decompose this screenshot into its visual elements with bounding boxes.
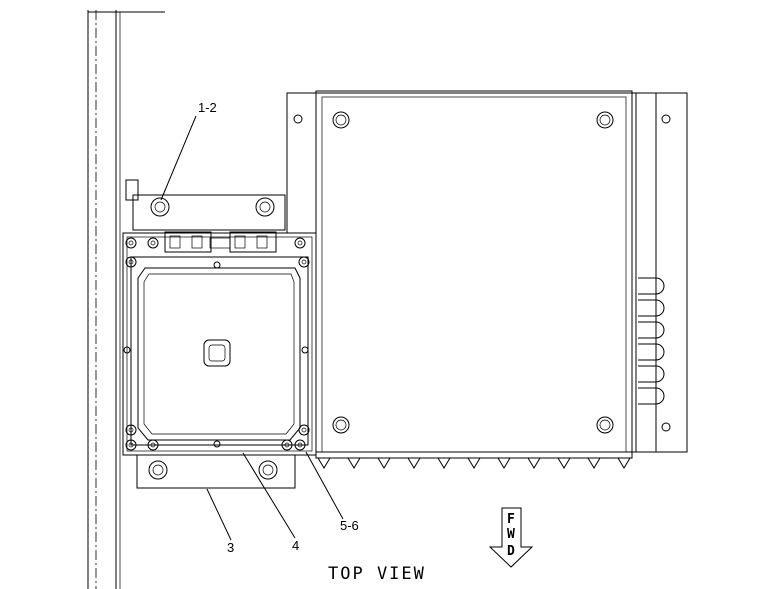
callout-4: 4	[292, 538, 299, 553]
mounting-plate	[286, 90, 688, 469]
ecm-screw	[125, 439, 137, 451]
frame-rail	[87, 10, 165, 589]
ecm-screw	[125, 256, 137, 268]
plate-bolt	[596, 416, 614, 434]
ecm-module	[122, 231, 317, 456]
ecm-screw	[125, 424, 137, 436]
ecm-screw	[298, 256, 310, 268]
down-arrow-icon	[488, 507, 534, 568]
leader-lines	[160, 115, 344, 541]
ecm-screw	[298, 424, 310, 436]
ecm-screw	[125, 237, 137, 249]
ecm-screw	[281, 439, 293, 451]
fwd-letter-w: W	[507, 527, 515, 542]
callout-5-6: 5-6	[340, 518, 359, 533]
fwd-letter-f: F	[507, 512, 515, 527]
fwd-letter-d: D	[507, 544, 515, 559]
forward-arrow: F W D	[488, 507, 534, 568]
plate-bolt	[332, 416, 350, 434]
plate-bolt	[332, 111, 350, 129]
plate-bolt	[596, 111, 614, 129]
ecm-screw	[147, 439, 159, 451]
ecm-screw	[294, 237, 306, 249]
ecm-screw	[294, 439, 306, 451]
cooling-fins	[638, 277, 665, 405]
callout-3: 3	[227, 540, 234, 555]
callout-1-2: 1-2	[198, 100, 217, 115]
view-title: TOP VIEW	[328, 564, 426, 584]
lower-bracket	[136, 451, 296, 489]
bottom-fins	[317, 457, 631, 469]
ecm-screw	[147, 237, 159, 249]
upper-bracket	[125, 179, 286, 231]
connector	[164, 231, 212, 253]
